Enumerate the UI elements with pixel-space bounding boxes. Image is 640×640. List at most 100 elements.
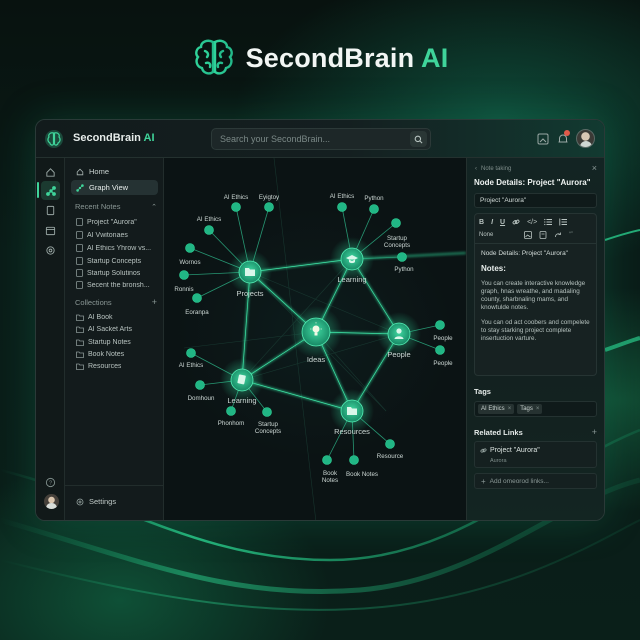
help-button[interactable]: ?	[41, 473, 60, 492]
collections-header: Collections +	[75, 297, 157, 307]
svg-text:Learning: Learning	[337, 275, 366, 284]
underline-button[interactable]: U	[500, 218, 506, 226]
svg-text:AI Ethics: AI Ethics	[179, 362, 203, 369]
folder-icon	[76, 339, 84, 346]
editor-content[interactable]: Node Details: Project "Aurora" Notes: Yo…	[481, 250, 593, 350]
document-icon	[76, 281, 83, 289]
note-paragraph: You can od act coobers and compelete to …	[481, 319, 590, 342]
recent-note-item[interactable]: AI Ethics Yhrow vs...	[76, 242, 161, 254]
editor-toolbar-row-2: None “”	[479, 231, 573, 239]
nav-graph-view[interactable]: Graph View	[71, 180, 158, 195]
image-icon[interactable]	[536, 132, 550, 146]
add-link-button[interactable]: + Add omeorod links...	[474, 473, 597, 489]
svg-text:Notes: Notes	[322, 477, 338, 484]
recent-note-item[interactable]: Secent the bronsh...	[76, 279, 161, 291]
link-icon[interactable]	[512, 218, 520, 226]
redo-icon[interactable]	[554, 231, 562, 239]
svg-text:AI Ethics: AI Ethics	[197, 216, 221, 223]
folder-icon	[76, 351, 84, 358]
italic-button[interactable]: I	[491, 218, 494, 226]
breadcrumb[interactable]: ‹ Note taking	[475, 166, 512, 172]
tags-input[interactable]: AI Ethics× Tags×	[474, 401, 597, 417]
svg-text:Concepts: Concepts	[384, 242, 410, 249]
notes-label: Notes:	[481, 264, 506, 273]
graph-canvas[interactable]: AI Ethics Eyigtoy AI Ethics Wornos Ronni…	[164, 158, 466, 521]
top-bar: SecondBrain AI	[36, 120, 604, 158]
node-details-panel: ‹ Note taking × Node Details: Project "A…	[466, 158, 604, 520]
app-logo-icon[interactable]	[44, 129, 64, 149]
bullet-list-icon[interactable]	[544, 218, 553, 226]
tag-chip[interactable]: Tags×	[517, 404, 543, 414]
plus-icon: +	[481, 476, 486, 486]
panel-title: Node Details: Project "Aurora"	[474, 178, 591, 187]
collection-item[interactable]: AI Book	[76, 311, 161, 323]
rail-graph-button[interactable]	[41, 181, 60, 200]
remove-tag-icon[interactable]: ×	[507, 406, 512, 412]
settings-button[interactable]: Settings	[76, 497, 116, 506]
add-collection-button[interactable]: +	[151, 297, 157, 307]
bold-button[interactable]: B	[479, 218, 485, 226]
recent-note-item[interactable]: Startup Solutinos	[76, 267, 161, 279]
search-button[interactable]	[410, 131, 427, 147]
icon-rail: ?	[36, 158, 65, 520]
svg-text:Wornos: Wornos	[179, 259, 200, 266]
code-button[interactable]: </>	[527, 218, 538, 226]
notification-badge	[564, 130, 570, 136]
collection-item[interactable]: Startup Notes	[76, 336, 161, 348]
collection-item[interactable]: Book Notes	[76, 348, 161, 360]
rail-settings-button[interactable]	[41, 241, 60, 260]
node-name-field[interactable]	[474, 193, 597, 208]
rich-text-editor[interactable]: B I U </> None “” Node Details: Project …	[474, 213, 597, 376]
rail-calendar-button[interactable]	[41, 221, 60, 240]
nav-home[interactable]: Home	[71, 164, 158, 179]
folder-icon	[76, 314, 84, 321]
search-icon	[414, 135, 423, 143]
brain-logo-icon	[194, 39, 233, 75]
style-select[interactable]: None	[479, 232, 494, 238]
back-chevron-icon[interactable]: ‹	[475, 166, 477, 172]
recent-note-item[interactable]: AI Vwitonaes	[76, 229, 161, 241]
svg-text:?: ?	[49, 481, 52, 487]
add-related-link-button[interactable]: +	[591, 427, 597, 437]
embed-icon[interactable]	[539, 231, 547, 239]
chevron-up-icon[interactable]: ⌃	[151, 203, 157, 211]
collection-item[interactable]: Resources	[76, 360, 161, 372]
related-link-card[interactable]: Project "Aurora" Aurora	[474, 441, 597, 468]
numbered-list-icon[interactable]	[559, 218, 568, 226]
collection-item[interactable]: AI Sacket Arts	[76, 323, 161, 335]
svg-text:Projects: Projects	[236, 289, 263, 298]
graph-icon	[76, 183, 84, 192]
home-icon	[46, 168, 55, 177]
document-icon	[76, 257, 83, 265]
related-link-subtitle: Aurora	[490, 458, 507, 464]
help-icon: ?	[45, 477, 56, 488]
settings-icon	[76, 498, 84, 505]
related-links-heading: Related Links	[474, 428, 523, 437]
svg-text:Eyigtoy: Eyigtoy	[259, 194, 280, 201]
bell-icon[interactable]	[556, 132, 570, 146]
tag-chip[interactable]: AI Ethics×	[478, 404, 515, 414]
profile-avatar[interactable]	[44, 494, 59, 509]
svg-text:Concepts: Concepts	[255, 428, 281, 435]
knowledge-graph[interactable]: AI Ethics Eyigtoy AI Ethics Wornos Ronni…	[164, 158, 466, 521]
document-icon	[76, 218, 83, 226]
quote-icon[interactable]: “”	[569, 232, 573, 238]
rail-notes-button[interactable]	[41, 201, 60, 220]
svg-text:Learning: Learning	[227, 396, 256, 405]
rail-home-button[interactable]	[41, 163, 60, 182]
image-icon[interactable]	[524, 231, 532, 239]
recent-note-item[interactable]: Project "Aurora"	[76, 216, 161, 228]
calendar-icon	[45, 226, 56, 236]
graph-node	[204, 225, 214, 235]
search-input[interactable]	[212, 129, 402, 149]
node-label: AI Ethics	[224, 194, 248, 201]
recent-note-item[interactable]: Startup Concepts	[76, 255, 161, 267]
brand-name: SecondBrain AI	[245, 42, 449, 73]
close-button[interactable]: ×	[591, 163, 597, 173]
remove-tag-icon[interactable]: ×	[535, 406, 540, 412]
user-avatar[interactable]	[576, 129, 595, 148]
svg-text:Ideas: Ideas	[307, 355, 326, 364]
document-icon	[76, 244, 83, 252]
recent-notes-header[interactable]: Recent Notes ⌃	[75, 202, 157, 211]
notes-icon	[46, 205, 55, 216]
